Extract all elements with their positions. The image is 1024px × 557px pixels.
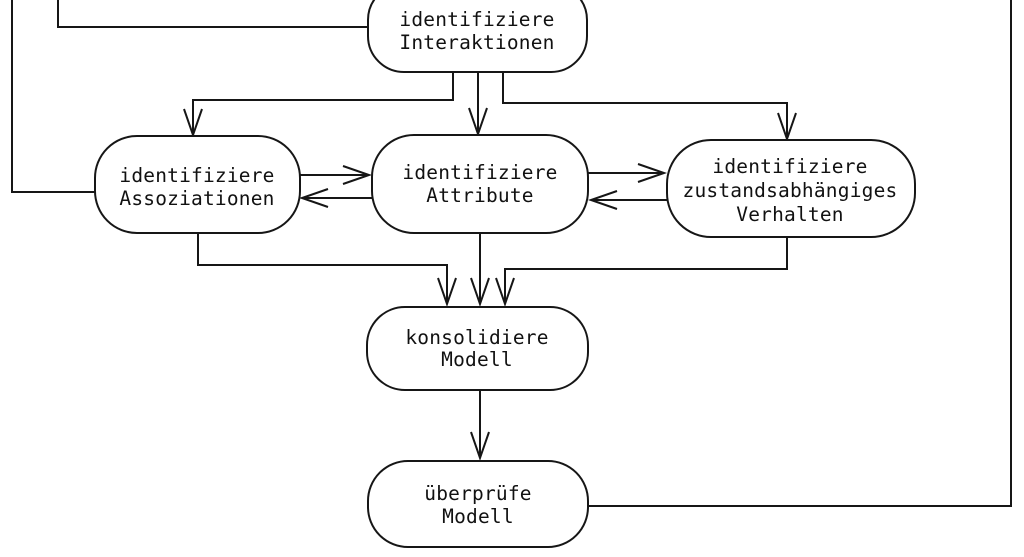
node-verhalten-label: zustandsabhängiges [683,179,898,202]
node-konsolidiere-label: konsolidiere [405,326,548,349]
node-verhalten: identifiziere zustandsabhängiges Verhalt… [666,139,916,238]
edge-feedback-to-assoziationen [11,0,96,193]
node-ueberpruefe-label: Modell [442,505,514,528]
edge-interaktionen-assoziationen [183,72,454,139]
node-assoziationen-label: Assoziationen [119,187,274,210]
node-verhalten-label: Verhalten [736,203,843,226]
node-attribute-shape [371,134,589,234]
node-attribute-label: identifiziere [402,161,557,184]
node-interaktionen-label: Interaktionen [399,31,554,54]
node-attribute: identifiziere Attribute [371,134,589,234]
edge-ueberpruefe-feedback [588,0,1012,507]
node-assoziationen: identifiziere Assoziationen [94,135,301,234]
node-interaktionen-label: identifiziere [399,8,554,31]
node-ueberpruefe-shape [367,460,589,548]
node-interaktionen: identifiziere Interaktionen [367,0,588,73]
node-konsolidiere-shape [366,306,589,391]
node-assoziationen-label: identifiziere [119,164,274,187]
node-ueberpruefe-label: überprüfe [424,482,531,505]
node-konsolidiere-label: Modell [441,348,513,371]
edge-interaktionen-verhalten [502,72,797,143]
node-konsolidiere: konsolidiere Modell [366,306,589,391]
node-interaktionen-shape [367,0,588,73]
edge-verhalten-konsolidiere [495,237,788,308]
node-attribute-label: Attribute [426,184,533,207]
edge-assoziationen-konsolidiere [197,232,457,308]
node-verhalten-shape [666,139,916,238]
node-ueberpruefe: überprüfe Modell [367,460,589,548]
edge-feedback-to-interaktionen [57,0,372,28]
node-assoziationen-shape [94,135,301,234]
node-verhalten-label: identifiziere [712,155,867,178]
